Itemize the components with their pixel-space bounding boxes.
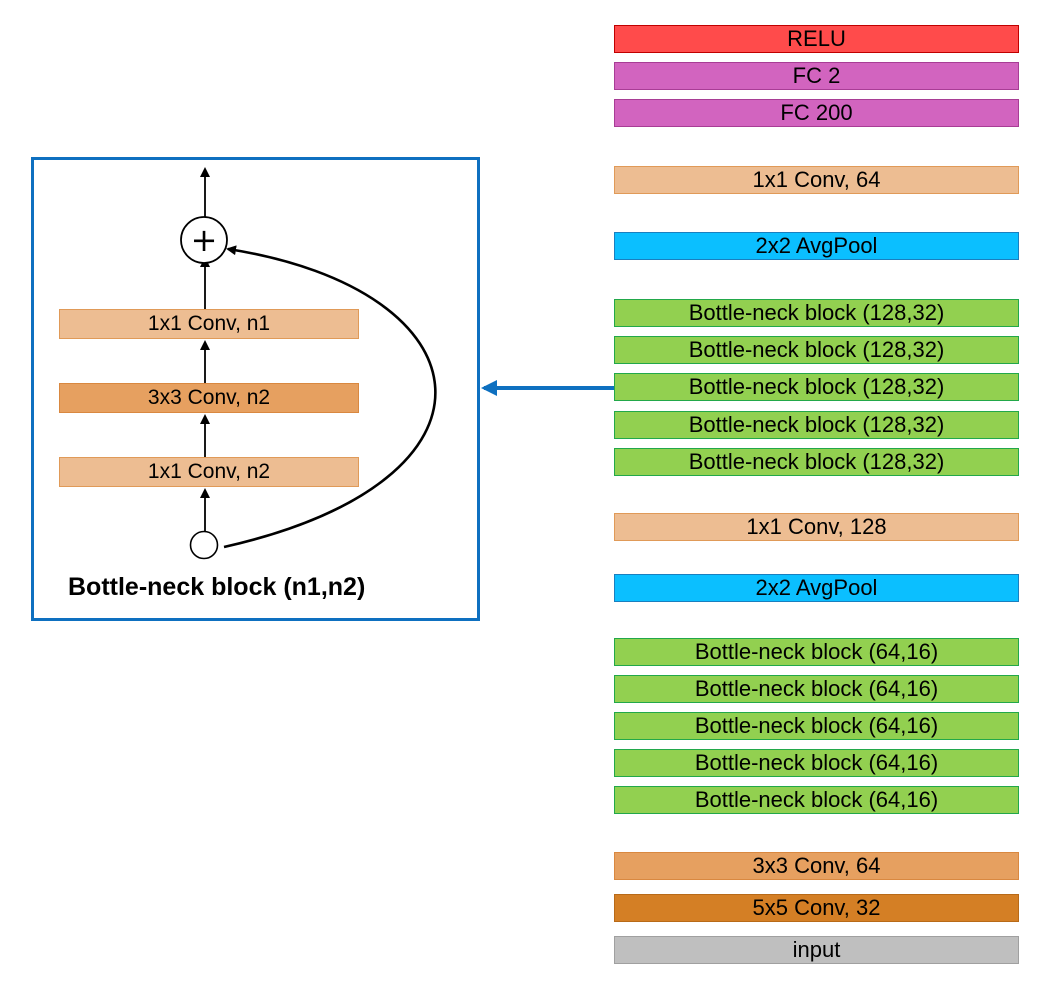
- input-node: [189, 530, 219, 560]
- bottleneck-detail-title: Bottle-neck block (n1,n2): [68, 573, 366, 601]
- layer-relu: RELU: [614, 25, 1019, 53]
- add-node: [180, 216, 228, 264]
- add-symbol: +: [191, 221, 218, 259]
- layer-bottleneck-64-16: Bottle-neck block (64,16): [614, 712, 1019, 740]
- layer-bottleneck-128-32: Bottle-neck block (128,32): [614, 411, 1019, 439]
- layer-bottleneck-128-32: Bottle-neck block (128,32): [614, 373, 1019, 401]
- layer-avgpool-2: 2x2 AvgPool: [614, 232, 1019, 260]
- skip-connection: [223, 245, 437, 549]
- layer-fc-200: FC 200: [614, 99, 1019, 127]
- bottleneck-detail-frame: [31, 157, 480, 621]
- layer-bottleneck-64-16: Bottle-neck block (64,16): [614, 638, 1019, 666]
- inner-conv-1x1-n1: 1x1 Conv, n1: [59, 309, 359, 339]
- layer-conv-3x3-64: 3x3 Conv, 64: [614, 852, 1019, 880]
- layer-bottleneck-64-16: Bottle-neck block (64,16): [614, 675, 1019, 703]
- layer-input: input: [614, 936, 1019, 964]
- layer-bottleneck-64-16: Bottle-neck block (64,16): [614, 786, 1019, 814]
- layer-fc-2: FC 2: [614, 62, 1019, 90]
- layer-bottleneck-128-32: Bottle-neck block (128,32): [614, 336, 1019, 364]
- layer-bottleneck-128-32: Bottle-neck block (128,32): [614, 299, 1019, 327]
- inner-conv-3x3-n2: 3x3 Conv, n2: [59, 383, 359, 413]
- layer-bottleneck-64-16: Bottle-neck block (64,16): [614, 749, 1019, 777]
- inner-conv-1x1-n2: 1x1 Conv, n2: [59, 457, 359, 487]
- layer-avgpool-1: 2x2 AvgPool: [614, 574, 1019, 602]
- layer-bottleneck-128-32: Bottle-neck block (128,32): [614, 448, 1019, 476]
- layer-conv-5x5-32: 5x5 Conv, 32: [614, 894, 1019, 922]
- layer-conv-1x1-64: 1x1 Conv, 64: [614, 166, 1019, 194]
- layer-conv-1x1-128: 1x1 Conv, 128: [614, 513, 1019, 541]
